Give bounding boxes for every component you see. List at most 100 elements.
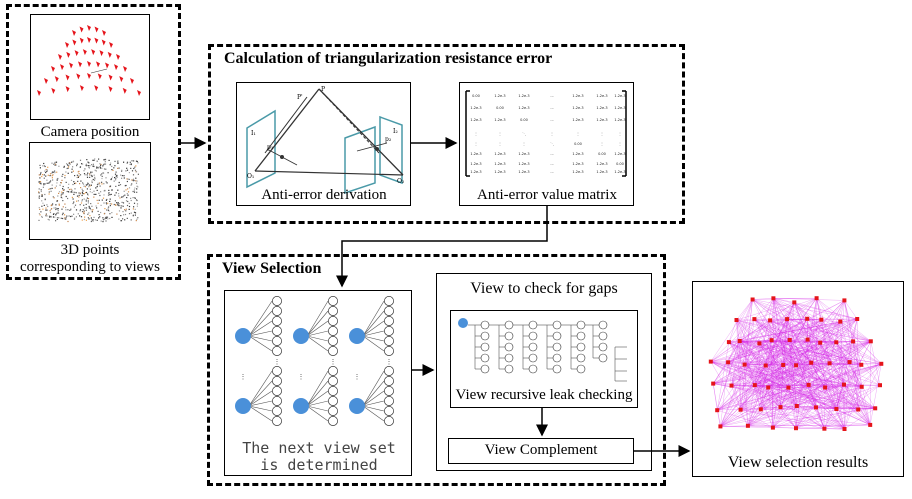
cloud-point: [55, 220, 57, 222]
root-view-node: [349, 328, 365, 344]
cloud-point: [46, 182, 48, 184]
cloud-point: [38, 207, 40, 209]
matrix-cell: ⋮: [618, 142, 622, 146]
graph-edge: [754, 298, 774, 320]
cloud-point: [99, 194, 101, 197]
cloud-point: [75, 192, 77, 194]
cloud-point: [42, 186, 44, 188]
cloud-point: [70, 208, 72, 210]
cloud-point: [109, 200, 111, 202]
tree-edge: [248, 335, 273, 342]
cloud-point: [60, 196, 62, 198]
cloud-point: [92, 165, 95, 167]
graph-edge: [728, 343, 760, 363]
camera-marker: [51, 66, 55, 72]
cloud-point: [127, 178, 129, 180]
tree-node: [272, 396, 282, 406]
graph-edge: [744, 342, 837, 365]
graph-edge: [754, 384, 797, 429]
cloud-point: [132, 178, 135, 180]
cloud-point: [126, 167, 128, 169]
tree-node: [384, 396, 394, 406]
cloud-point: [89, 207, 91, 209]
graph-edge: [720, 386, 862, 427]
cloud-point: [81, 188, 83, 190]
graph-edge: [740, 409, 871, 426]
cloud-point: [70, 179, 73, 181]
cloud-point: [112, 169, 114, 171]
cloud-point: [109, 205, 111, 207]
cloud-point: [133, 191, 136, 193]
cloud-point: [129, 161, 131, 163]
cloud-point: [58, 217, 60, 219]
cloud-point: [115, 204, 117, 206]
recursion-node: [504, 331, 514, 341]
recursion-node: [552, 364, 562, 374]
recursion-node: [598, 342, 608, 352]
cloud-point: [88, 207, 90, 209]
matrix-cell: 1.2e-3: [494, 162, 505, 166]
cloud-point: [135, 180, 137, 182]
cloud-point: [58, 191, 61, 193]
cloud-point: [78, 196, 80, 198]
cloud-point: [83, 204, 85, 206]
cloud-point: [114, 177, 116, 179]
cloud-point: [73, 181, 75, 183]
point-cloud-figure: [29, 142, 151, 240]
graph-edge: [713, 319, 822, 384]
cloud-point: [85, 209, 87, 211]
cloud-point: [94, 219, 96, 221]
cloud-point: [54, 187, 56, 189]
cloud-point: [50, 190, 52, 192]
cloud-point: [103, 163, 105, 165]
cloud-point: [63, 189, 65, 191]
matrix-cell: 1.2e-3: [572, 106, 583, 110]
cloud-point: [107, 209, 109, 211]
cloud-point: [114, 165, 116, 167]
cloud-point: [96, 207, 98, 209]
graph-edge: [816, 298, 871, 342]
graph-edge: [713, 383, 721, 427]
cloud-point: [88, 165, 90, 167]
graph-edge: [815, 407, 845, 430]
graph-edge: [744, 364, 755, 386]
cloud-point: [135, 165, 137, 167]
tree-edge: [248, 405, 273, 422]
cloud-point: [85, 200, 87, 202]
graph-edge: [858, 363, 882, 410]
start-view-node: [458, 318, 468, 328]
cloud-point: [126, 162, 128, 164]
cloud-point: [81, 191, 83, 194]
graph-edge: [815, 407, 876, 409]
cloud-point: [132, 197, 134, 199]
cloud-point: [45, 175, 47, 177]
cloud-point: [71, 196, 73, 198]
tree-edge: [362, 405, 385, 412]
root-view-node: [235, 398, 251, 414]
cloud-point: [90, 172, 92, 174]
cloud-point: [137, 217, 139, 219]
cloud-point: [72, 161, 75, 163]
cloud-point: [45, 213, 47, 215]
cloud-point: [99, 163, 101, 165]
cloud-point: [102, 165, 104, 167]
cloud-point: [63, 166, 65, 168]
cloud-point: [69, 209, 71, 211]
cloud-point: [109, 217, 111, 220]
matrix-cell: 1.2e-3: [470, 106, 481, 110]
graph-edge: [844, 300, 858, 320]
cloud-point: [52, 174, 54, 176]
graph-edge: [795, 300, 845, 429]
graph-edge: [772, 318, 858, 428]
cloud-point: [82, 163, 84, 165]
graph-edge: [740, 299, 753, 410]
graph-edge: [710, 361, 845, 430]
cloud-point: [80, 180, 82, 182]
cloud-point: [67, 191, 70, 193]
graph-edge: [717, 364, 784, 411]
cloud-point: [93, 193, 95, 195]
graph-view-node: [752, 383, 757, 388]
cloud-point: [64, 174, 66, 177]
cloud-point: [72, 183, 74, 186]
